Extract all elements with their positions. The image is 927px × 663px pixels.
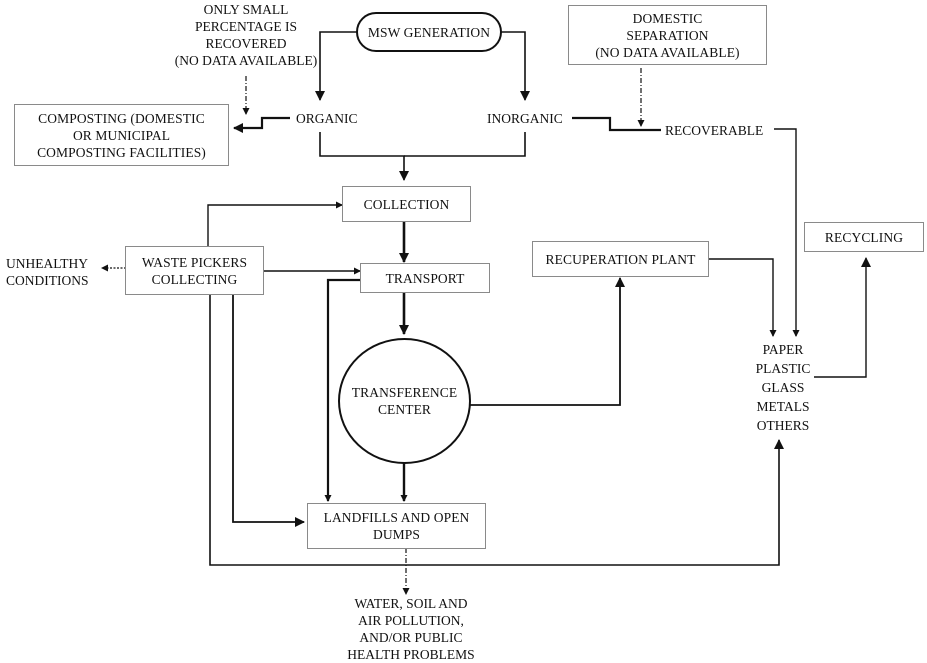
edge-recuperation-materials: [709, 258, 777, 337]
composting-node: COMPOSTING (DOMESTIC OR MUNICIPAL COMPOS…: [14, 104, 229, 166]
transference-center-node: TRANSFERENCE CENTER: [338, 338, 471, 464]
node-line: COMPOSTING FACILITIES): [37, 144, 206, 160]
material-item: PAPER: [762, 342, 804, 357]
msw-generation-label: MSW GENERATION: [367, 24, 491, 40]
transport-node: TRANSPORT: [360, 263, 490, 293]
edge-inorganic-collection: [404, 132, 526, 157]
inorganic-label: INORGANIC: [487, 111, 563, 126]
edge-pickers-collection: [207, 201, 343, 246]
note-line: (NO DATA AVAILABLE): [174, 53, 318, 68]
note-line: PERCENTAGE IS: [194, 19, 298, 34]
node-line: TRANSFERENCE: [351, 385, 458, 400]
node-line: CENTER: [377, 402, 432, 417]
edge-pickers-landfills: [232, 295, 305, 527]
edge-inorganic-recoverable: [572, 116, 661, 132]
node-line: RECUPERATION PLANT: [545, 251, 696, 267]
material-item: GLASS: [761, 380, 805, 395]
only-small-percentage-note: ONLY SMALL PERCENTAGE IS RECOVERED (NO D…: [170, 1, 322, 69]
node-line: COLLECTION: [363, 196, 450, 212]
node-line: LANDFILLS AND OPEN: [323, 510, 470, 525]
edge-msw-inorganic: [500, 31, 530, 101]
collection-node: COLLECTION: [342, 186, 471, 222]
edge-msw-organic: [315, 31, 357, 101]
pollution-label: WATER, SOIL AND AIR POLLUTION, AND/OR PU…: [336, 595, 486, 663]
material-item: METALS: [756, 399, 810, 414]
material-item: PLASTIC: [755, 361, 811, 376]
note-line: ONLY SMALL: [203, 2, 289, 17]
edge-recoverable-materials: [774, 128, 800, 337]
materials-list: PAPER PLASTIC GLASS METALS OTHERS: [748, 340, 818, 435]
edge-transference-recuperation: [470, 277, 625, 406]
msw-generation-node: MSW GENERATION: [356, 12, 502, 52]
label-line: UNHEALTHY: [6, 256, 88, 271]
node-line: SEPARATION: [626, 27, 709, 43]
landfills-node: LANDFILLS AND OPEN DUMPS: [307, 503, 486, 549]
recycling-node: RECYCLING: [804, 222, 924, 252]
edge-organic-composting: [233, 116, 290, 133]
note-line: RECOVERED: [205, 36, 287, 51]
label-line: AIR POLLUTION,: [358, 613, 464, 628]
label-line: AND/OR PUBLIC: [359, 630, 463, 645]
edge-transport-landfills: [324, 278, 360, 502]
edge-organic-collection: [319, 132, 409, 181]
node-line: RECYCLING: [824, 229, 904, 245]
node-line: WASTE PICKERS: [141, 254, 248, 270]
label-line: HEALTH PROBLEMS: [347, 647, 475, 662]
node-line: DUMPS: [372, 527, 421, 542]
label-line: CONDITIONS: [6, 273, 89, 288]
node-line: COMPOSTING (DOMESTIC: [38, 110, 205, 126]
edge-materials-recycling: [814, 257, 871, 378]
node-line: COLLECTING: [151, 271, 238, 287]
edge-pickers-materials: [209, 295, 784, 566]
recoverable-label: RECOVERABLE: [665, 123, 764, 138]
node-line: (NO DATA AVAILABLE): [595, 44, 740, 60]
organic-label: ORGANIC: [296, 111, 358, 126]
waste-pickers-node: WASTE PICKERS COLLECTING: [125, 246, 264, 295]
node-line: TRANSPORT: [385, 270, 465, 286]
node-line: OR MUNICIPAL: [72, 127, 171, 143]
domestic-separation-node: DOMESTIC SEPARATION (NO DATA AVAILABLE): [568, 5, 767, 65]
node-line: DOMESTIC: [632, 10, 703, 26]
label-line: WATER, SOIL AND: [354, 596, 468, 611]
unhealthy-conditions-label: UNHEALTHY CONDITIONS: [6, 255, 89, 289]
material-item: OTHERS: [756, 418, 810, 433]
recuperation-plant-node: RECUPERATION PLANT: [532, 241, 709, 277]
